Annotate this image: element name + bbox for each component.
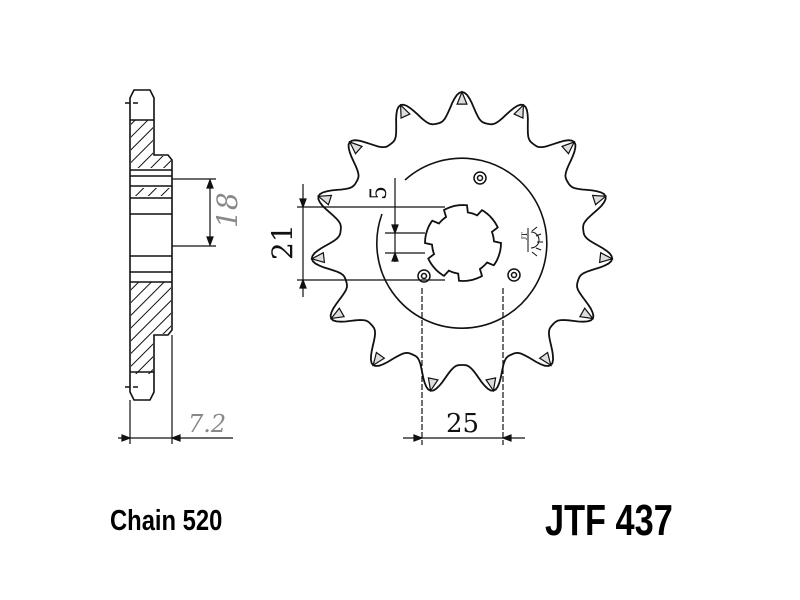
dim-hub-width-label: 7.2 — [188, 410, 226, 438]
bolt-hole — [473, 171, 487, 185]
bolt-hole — [507, 268, 521, 282]
tooth-tip — [578, 307, 595, 320]
dim-spline-major — [297, 184, 445, 297]
hatch-bottom-tooth — [131, 334, 153, 374]
brand-logo-icon: JT — [520, 226, 543, 257]
hatch-mid — [131, 188, 171, 196]
tooth-tip — [538, 351, 552, 367]
dim-hole-spacing — [403, 288, 525, 445]
tooth-tip — [427, 377, 439, 393]
spline-bore — [424, 204, 502, 282]
svg-text:JT: JT — [520, 232, 529, 240]
tooth-tip — [485, 377, 497, 393]
tooth-tip — [591, 194, 608, 206]
dim-hole-spacing-label: 25 — [446, 409, 479, 439]
hatch-top-hub — [153, 156, 171, 168]
tooth-tip — [316, 194, 333, 206]
tooth-tip — [310, 251, 326, 264]
side-view — [125, 89, 173, 401]
dim-hub-bore — [172, 178, 216, 247]
tooth-tip — [456, 90, 468, 105]
dim-spline-width-label: 5 — [367, 186, 392, 200]
bolt-holes — [417, 171, 521, 283]
dim-spline-width — [385, 178, 425, 262]
tooth-tip — [598, 251, 614, 264]
bolt-hole — [417, 269, 431, 283]
chain-size-label: Chain 520 — [110, 505, 223, 537]
dim-spline-major-label: 21 — [266, 224, 299, 260]
tooth-tip — [348, 140, 364, 155]
hatch-top-tooth — [131, 120, 153, 168]
hatch-bottom-hub — [131, 282, 171, 334]
tooth-tip — [399, 103, 411, 120]
part-number-label: JTF 437 — [545, 496, 673, 545]
hub-circle — [376, 157, 548, 329]
tooth-tip — [329, 307, 346, 320]
dim-hub-width — [118, 335, 233, 444]
tooth-tip — [513, 103, 525, 120]
dim-hub-bore-label: 18 — [211, 192, 244, 228]
tooth-tip — [372, 351, 386, 367]
tooth-tips — [310, 90, 614, 393]
tooth-tip — [560, 140, 576, 155]
